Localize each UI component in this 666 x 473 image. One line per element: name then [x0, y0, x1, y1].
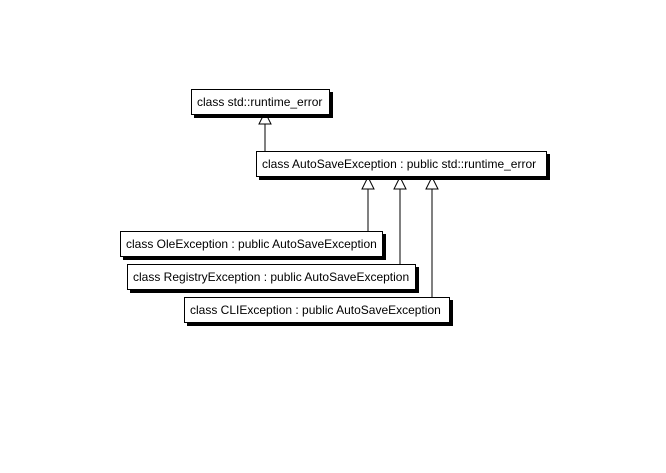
class-label-runtime-error: class std::runtime_error: [197, 95, 323, 109]
inheritance-arrowhead-icon: [258, 110, 272, 125]
class-box-registry-exception: class RegistryException : public AutoSav…: [127, 264, 416, 290]
class-box-runtime-error: class std::runtime_error: [191, 89, 330, 115]
class-box-autosave-exception: class AutoSaveException : public std::ru…: [256, 151, 547, 177]
class-label-autosave-exception: class AutoSaveException : public std::ru…: [262, 157, 537, 171]
class-label-cli-exception: class CLIException : public AutoSaveExce…: [190, 303, 441, 317]
inheritance-autosave-to-runtime-error: [258, 110, 272, 151]
inheritance-arrowhead-icon: [361, 175, 375, 190]
inheritance-ole-to-autosave: [361, 175, 375, 231]
inheritance-registry-to-autosave: [393, 175, 407, 264]
inheritance-arrowhead-icon: [425, 175, 439, 190]
class-box-ole-exception: class OleException : public AutoSaveExce…: [120, 231, 383, 257]
inheritance-arrowhead-icon: [393, 175, 407, 190]
class-label-registry-exception: class RegistryException : public AutoSav…: [133, 270, 410, 284]
class-box-cli-exception: class CLIException : public AutoSaveExce…: [184, 297, 450, 323]
class-label-ole-exception: class OleException : public AutoSaveExce…: [126, 237, 377, 251]
inheritance-cli-to-autosave: [425, 175, 439, 297]
